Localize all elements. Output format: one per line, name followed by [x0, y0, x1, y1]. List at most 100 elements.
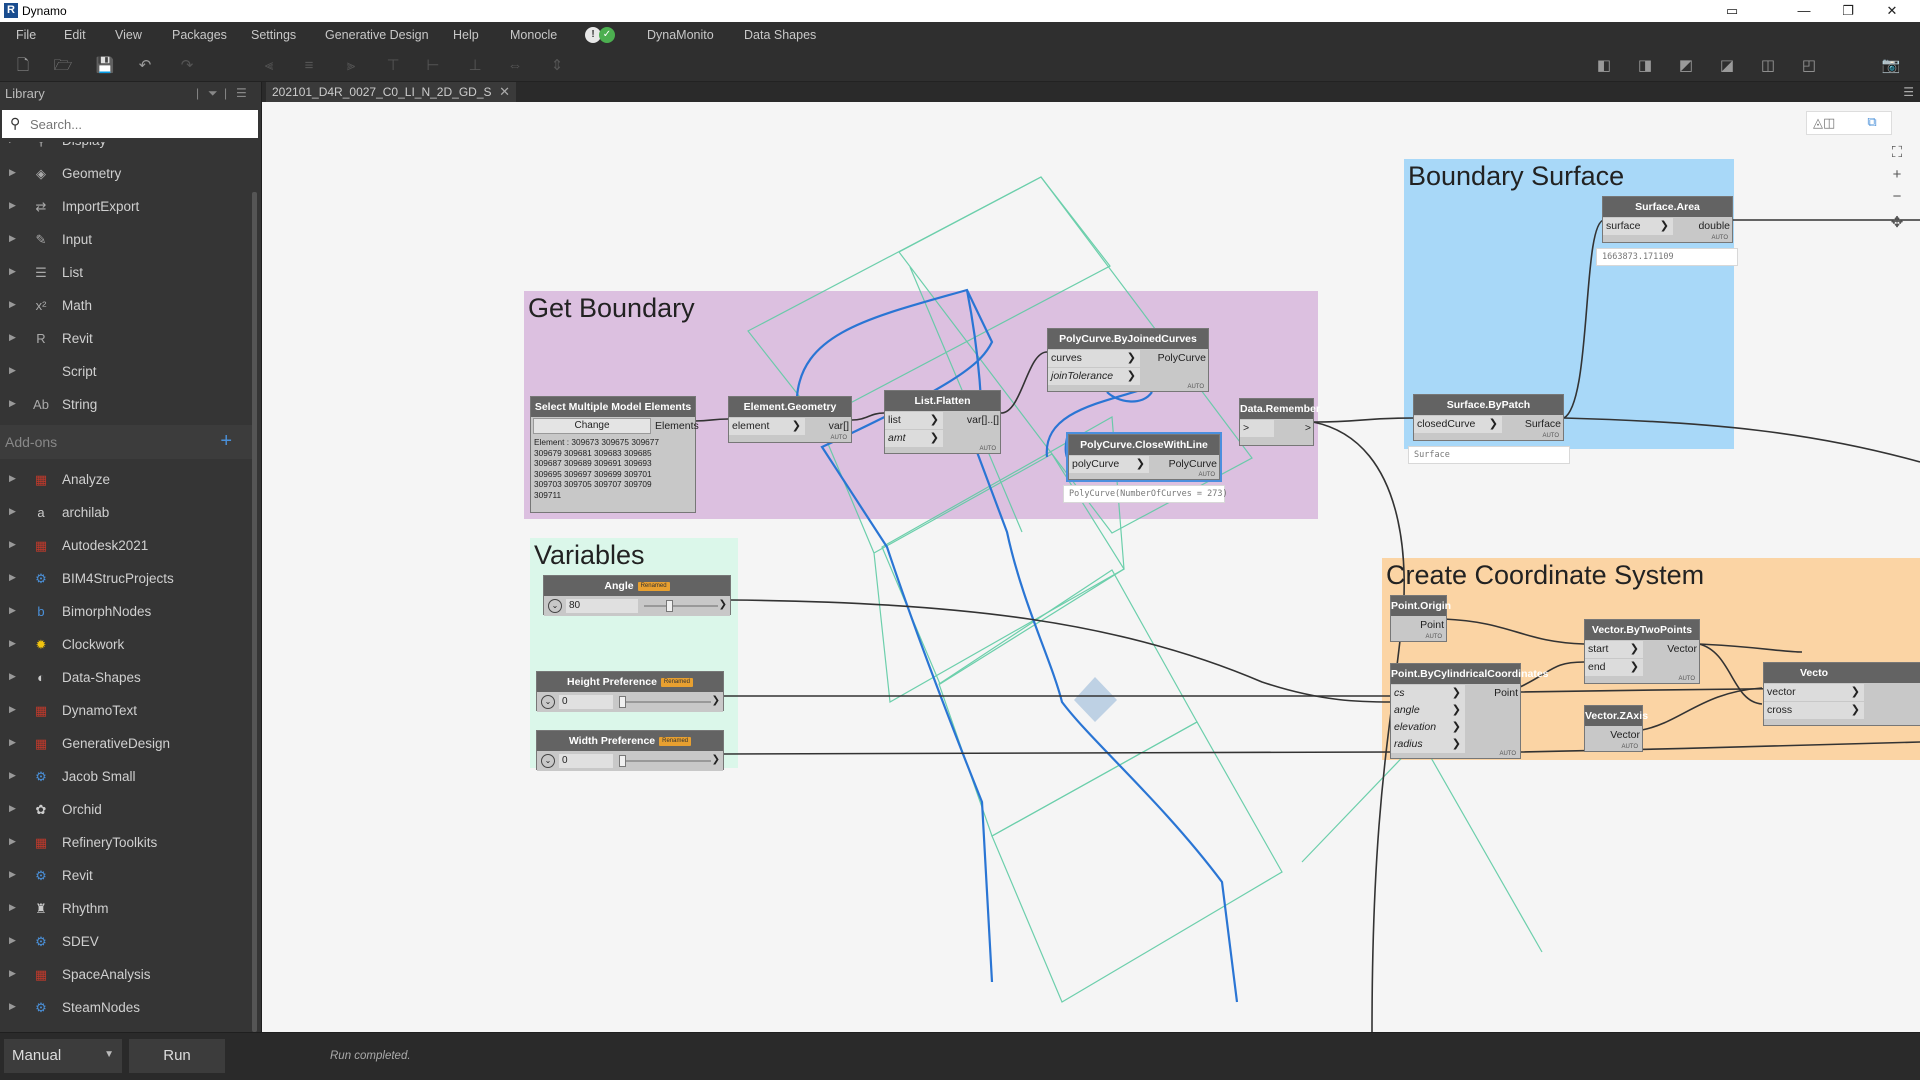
library-addon[interactable]: ▶ b BimorphNodes: [0, 595, 252, 628]
input-port-end[interactable]: end❯: [1585, 659, 1643, 676]
output-port-vector[interactable]: Vector: [1610, 729, 1640, 741]
input-port-vector[interactable]: vector❯: [1764, 684, 1864, 701]
output-port-double[interactable]: double: [1698, 220, 1730, 232]
node-point-bycylindricalcoordinates[interactable]: Point.ByCylindricalCoordinates cs❯ angle…: [1390, 663, 1549, 759]
output-port-point[interactable]: Point: [1494, 687, 1518, 699]
node-point-origin[interactable]: Point.Origin Point AUTO: [1390, 595, 1451, 642]
input-port-polycurve[interactable]: polyCurve❯: [1069, 456, 1149, 473]
expand-arrow-icon[interactable]: ▶: [9, 398, 16, 408]
align-right-icon[interactable]: ⫸: [346, 57, 356, 74]
height-value[interactable]: 0: [559, 695, 613, 709]
add-package-icon[interactable]: +: [220, 430, 232, 452]
menu-help[interactable]: Help: [453, 28, 479, 42]
slider-track[interactable]: [644, 605, 718, 607]
geometry-view-icon[interactable]: ◬◫: [1813, 115, 1836, 130]
output-port-polycurve[interactable]: PolyCurve: [1157, 352, 1206, 364]
layout-icon[interactable]: |: [196, 86, 200, 100]
library-addon[interactable]: ▶ ⚙ Revit: [0, 859, 252, 892]
run-button[interactable]: Run: [129, 1039, 225, 1073]
input-port-cross[interactable]: cross❯: [1764, 702, 1864, 719]
output-port-height[interactable]: ❯: [711, 695, 720, 706]
node-data-remember[interactable]: Data.Remember > >: [1239, 398, 1320, 446]
graph-view-icon[interactable]: ⧉: [1867, 114, 1877, 129]
library-addon[interactable]: ▶ ⚙ BIM4StrucProjects: [0, 562, 252, 595]
save-icon[interactable]: 💾: [95, 57, 115, 74]
slider-track[interactable]: [619, 760, 711, 762]
align-center-icon[interactable]: ≡: [304, 57, 314, 74]
node-surface-bypatch[interactable]: Surface.ByPatch closedCurve❯ Surface AUT…: [1413, 394, 1564, 441]
align-bottom-icon[interactable]: ⊥: [468, 57, 482, 74]
expand-arrow-icon[interactable]: ▶: [9, 1001, 16, 1011]
zoom-fit-icon[interactable]: ⛶: [1891, 144, 1903, 161]
view-3d-icon-5[interactable]: ◫: [1760, 57, 1776, 74]
expand-arrow-icon[interactable]: ▶: [9, 671, 16, 681]
expand-arrow-icon[interactable]: ▶: [9, 902, 16, 912]
new-file-icon[interactable]: 🗋: [16, 57, 30, 74]
menu-settings[interactable]: Settings: [251, 28, 297, 42]
output-port-point[interactable]: Point: [1420, 619, 1444, 631]
library-category[interactable]: ▶ ⇄ ImportExport: [0, 190, 252, 223]
workspace-tab[interactable]: 202101_D4R_0027_C0_LI_N_2D_GD_Scop ✕: [266, 82, 516, 102]
expand-arrow-icon[interactable]: ▶: [9, 803, 16, 813]
expand-arrow-icon[interactable]: ▶: [9, 935, 16, 945]
expand-slider-icon[interactable]: ⌄: [541, 754, 555, 768]
library-addon[interactable]: ▶ ✹ Clockwork: [0, 628, 252, 661]
output-port-elements[interactable]: Elements: [655, 420, 699, 432]
library-addon[interactable]: ▶ ◐ Data-Shapes: [0, 661, 252, 694]
view-3d-icon-3[interactable]: ◩: [1678, 57, 1694, 74]
output-port-polycurve[interactable]: PolyCurve: [1168, 458, 1217, 470]
angle-value[interactable]: 80: [566, 599, 638, 613]
expand-arrow-icon[interactable]: ▶: [9, 200, 16, 210]
change-selection-button[interactable]: Change: [533, 418, 651, 434]
input-port-data[interactable]: >: [1240, 420, 1274, 437]
output-port-data[interactable]: >: [1304, 422, 1311, 434]
library-category[interactable]: ▶ ✎ Input: [0, 223, 252, 256]
menu-generative-design[interactable]: Generative Design: [325, 28, 429, 42]
library-scrollbar[interactable]: [252, 192, 257, 1032]
library-addon[interactable]: ▶ ▦ DynamoText: [0, 694, 252, 727]
close-button[interactable]: ✕: [1886, 3, 1898, 18]
slider-track[interactable]: [619, 701, 711, 703]
expand-arrow-icon[interactable]: ▶: [9, 836, 16, 846]
node-polycurve-byjoinedcurves[interactable]: PolyCurve.ByJoinedCurves curves❯ joinTol…: [1047, 328, 1209, 392]
view-3d-icon-2[interactable]: ◨: [1637, 57, 1653, 74]
slider-thumb[interactable]: [619, 755, 626, 767]
menu-view[interactable]: View: [115, 28, 142, 42]
input-port-list[interactable]: list❯: [885, 412, 943, 429]
menu-file[interactable]: File: [16, 28, 37, 42]
library-addon[interactable]: ▶ ▦ Analyze: [0, 463, 252, 496]
expand-arrow-icon[interactable]: ▶: [9, 266, 16, 276]
library-addon[interactable]: ▶ ▦ GenerativeDesign: [0, 727, 252, 760]
library-category[interactable]: ▶ Ab String: [0, 388, 252, 421]
input-port-elevation[interactable]: elevation❯: [1391, 719, 1465, 736]
open-file-icon[interactable]: 🗁: [53, 57, 73, 74]
zoom-out-icon[interactable]: −: [1892, 188, 1902, 205]
camera-icon[interactable]: 📷: [1881, 57, 1901, 74]
list-view-icon[interactable]: ☰: [236, 86, 247, 100]
expand-arrow-icon[interactable]: ▶: [9, 473, 16, 483]
library-addon[interactable]: ▶ ▦ Autodesk2021: [0, 529, 252, 562]
pan-icon[interactable]: ✥: [1890, 214, 1904, 231]
output-port-surface[interactable]: Surface: [1524, 418, 1561, 430]
expand-arrow-icon[interactable]: ▶: [9, 869, 16, 879]
input-port-angle[interactable]: angle❯: [1391, 702, 1465, 719]
node-surface-area[interactable]: Surface.Area surface❯ double AUTO: [1602, 196, 1733, 243]
view-toggle[interactable]: ◬◫ ⧉: [1806, 111, 1892, 135]
expand-arrow-icon[interactable]: ▶: [9, 332, 16, 342]
align-top-icon[interactable]: ⊤: [386, 57, 400, 74]
library-category[interactable]: ▶ ☰ List: [0, 256, 252, 289]
expand-arrow-icon[interactable]: ▶: [9, 299, 16, 309]
library-addon[interactable]: ▶ ⚙ SteamNodes: [0, 991, 252, 1024]
library-addon[interactable]: ▶ ▦ SpaceAnalysis: [0, 958, 252, 991]
maximize-button[interactable]: ❐: [1842, 3, 1854, 18]
run-mode-dropdown[interactable]: Manual ▼: [4, 1039, 122, 1073]
menu-packages[interactable]: Packages: [172, 28, 227, 42]
expand-slider-icon[interactable]: ⌄: [541, 695, 555, 709]
align-left-icon[interactable]: ⫷: [264, 57, 274, 74]
input-port-start[interactable]: start❯: [1585, 641, 1643, 658]
zoom-in-icon[interactable]: +: [1892, 166, 1902, 183]
input-port-element[interactable]: element❯: [729, 418, 805, 435]
expand-arrow-icon[interactable]: ▶: [9, 605, 16, 615]
node-element-geometry[interactable]: Element.Geometry element❯ var[] AUTO: [728, 396, 852, 443]
